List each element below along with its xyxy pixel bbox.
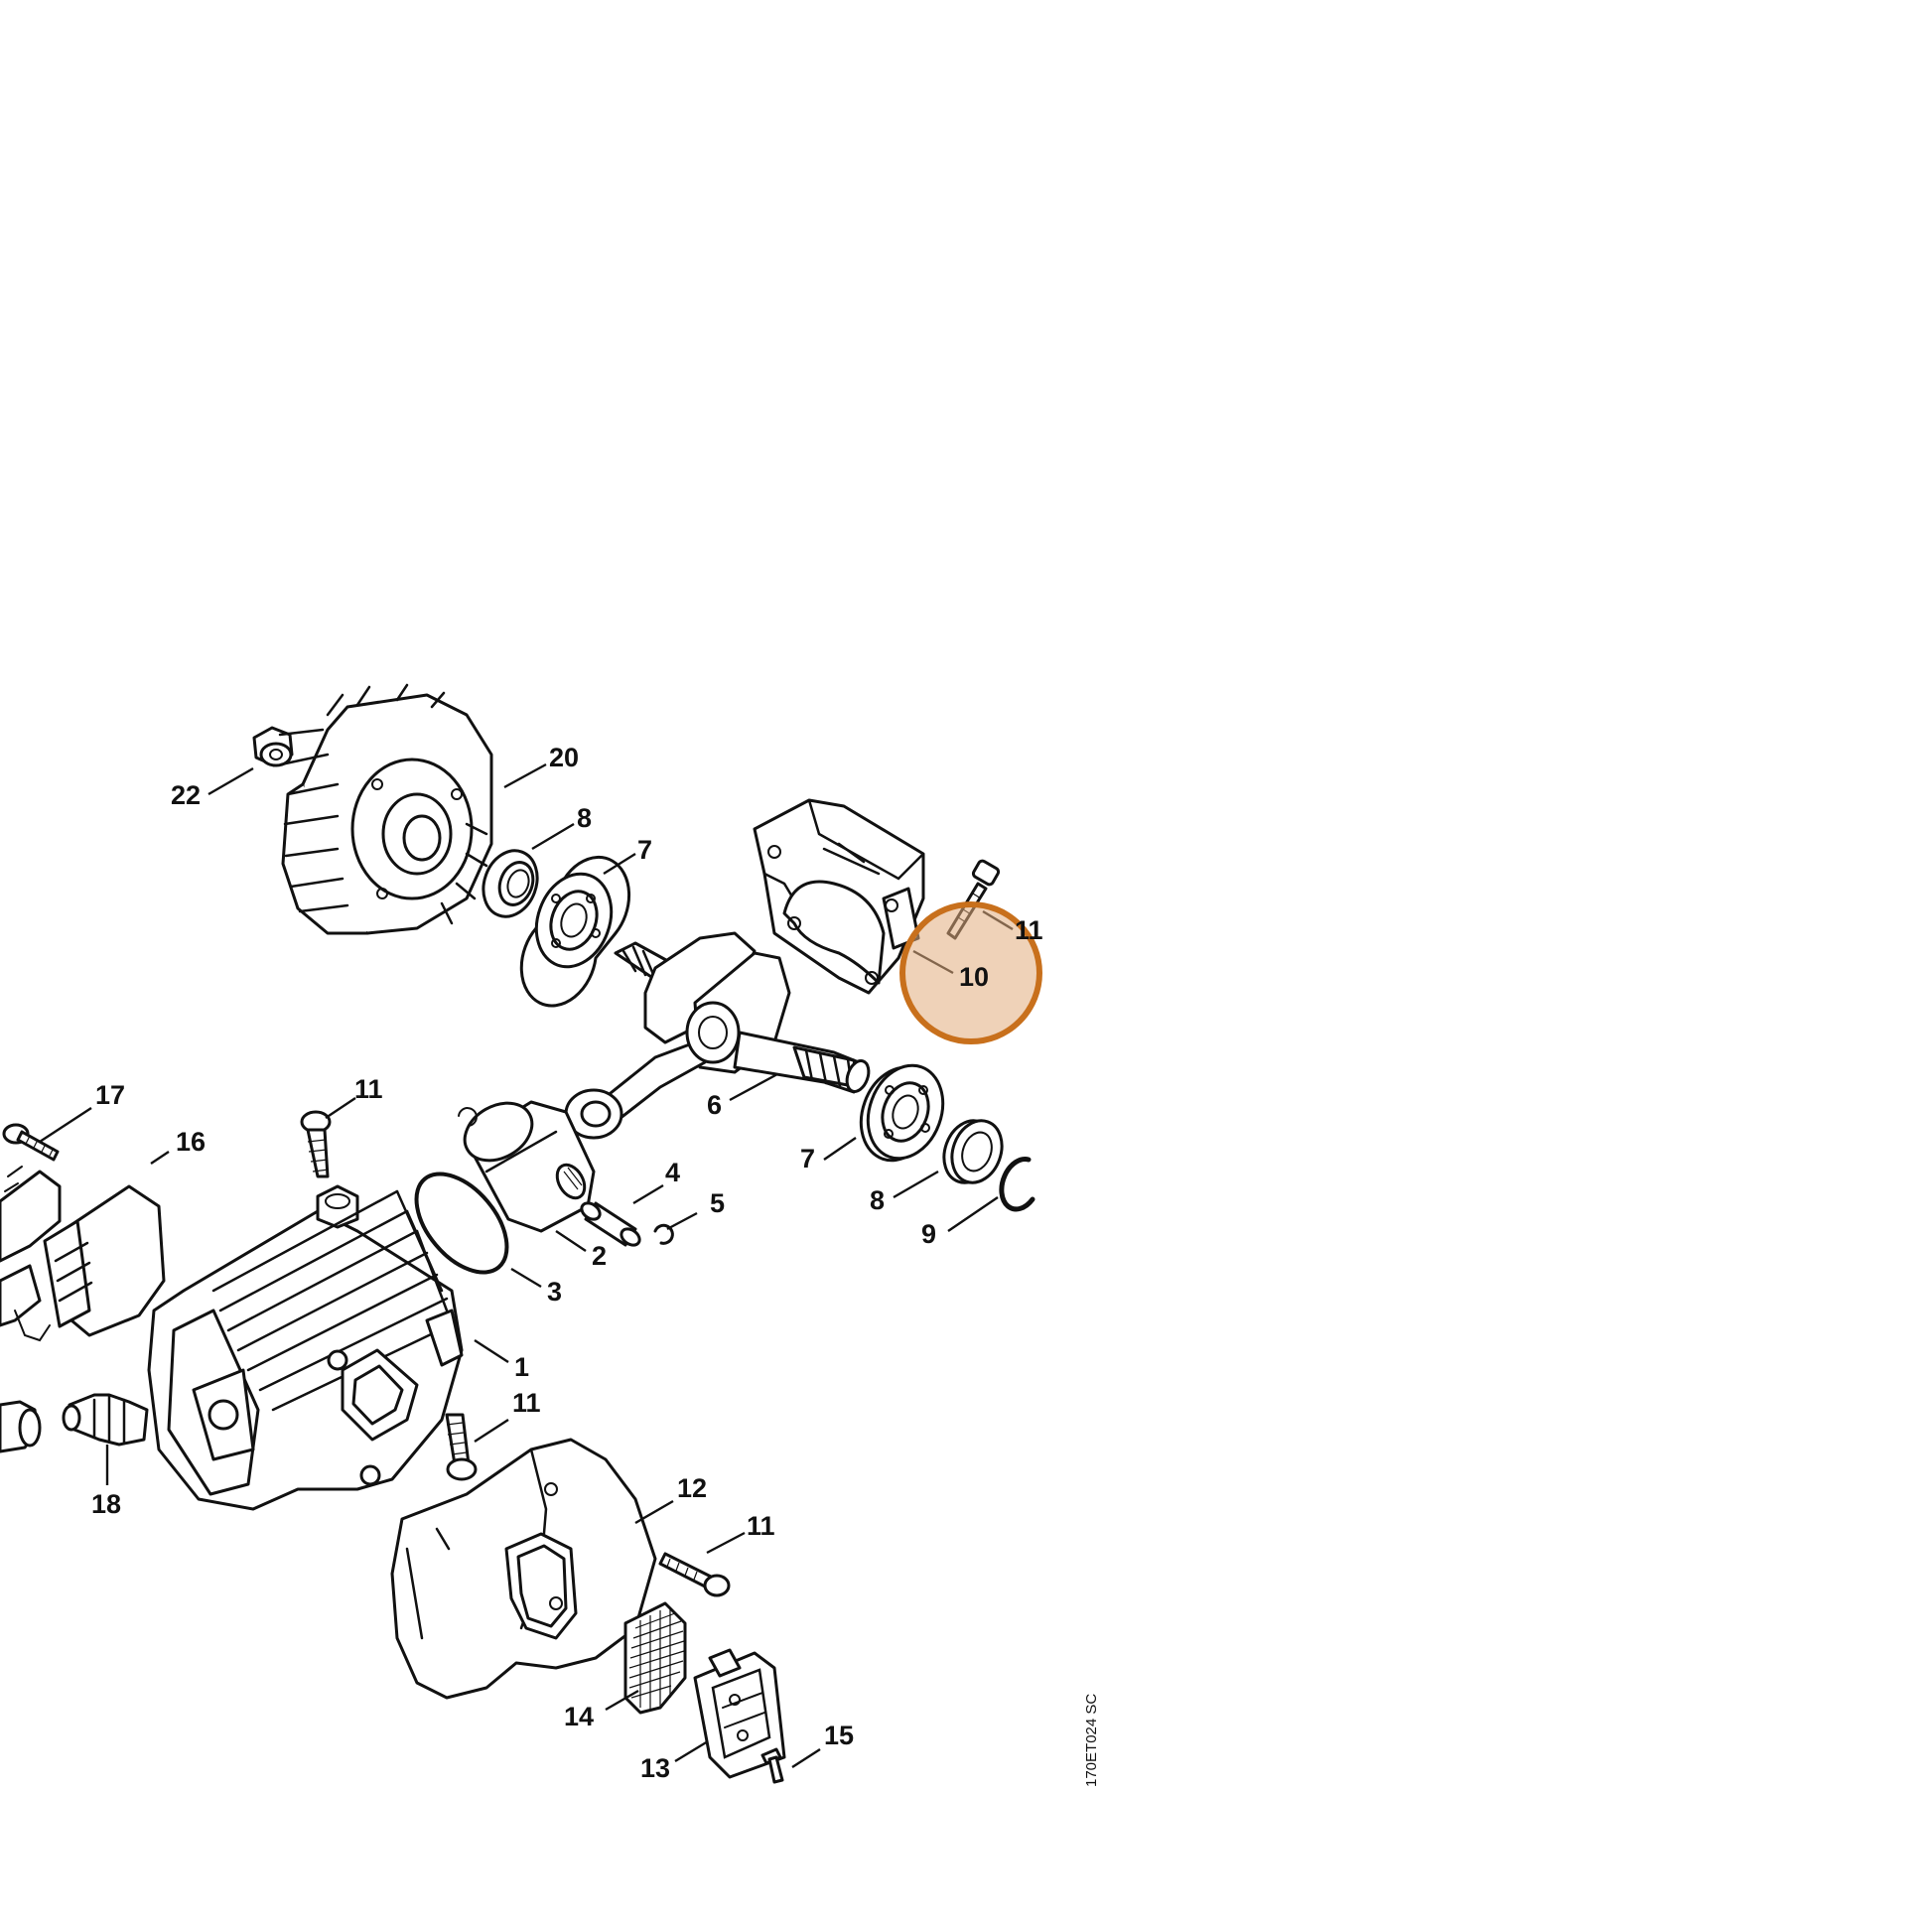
callout-17[interactable]: 17: [95, 1080, 125, 1110]
callout-16[interactable]: 16: [176, 1127, 206, 1157]
part-9-snap-ring: [999, 1157, 1035, 1212]
part-13-cover-plate: [693, 1648, 786, 1779]
part-11-screw-muffler: [658, 1552, 731, 1597]
leader-lines: [39, 762, 1014, 1769]
callout-18[interactable]: 18: [91, 1489, 121, 1519]
part-14-screen: [623, 1601, 687, 1715]
callout-5[interactable]: 5: [710, 1188, 725, 1218]
callout-2[interactable]: 2: [592, 1241, 607, 1271]
part-8-oil-seal-upper: [482, 849, 539, 918]
callout-1[interactable]: 1: [514, 1352, 529, 1382]
diagram-reference-code: 170ET024 SC: [1083, 1694, 1100, 1787]
part-8-oil-seal-lower: [942, 1119, 1004, 1184]
part-6-crankshaft: [564, 931, 871, 1140]
callout-11-muffler[interactable]: 11: [747, 1511, 775, 1541]
part-7-ball-bearing-upper: [519, 855, 631, 1008]
part-15-screw: [760, 1747, 784, 1784]
callout-14[interactable]: 14: [564, 1702, 594, 1731]
part-3-piston-ring: [414, 1172, 509, 1275]
part-18-spark-plug: [0, 1393, 149, 1453]
part-1-cylinder: [147, 1184, 464, 1511]
callout-22[interactable]: 22: [171, 780, 201, 810]
part-7-ball-bearing-lower: [859, 1063, 945, 1163]
callout-6[interactable]: 6: [707, 1090, 722, 1120]
callout-4[interactable]: 4: [665, 1158, 680, 1187]
part-10-crankcase: [753, 798, 925, 995]
callout-labels: 22 20 8 7 11 10 6 7 8 9 17 11 16 4 5 2 3…: [91, 743, 1043, 1783]
callout-12[interactable]: 12: [677, 1473, 707, 1503]
callout-9[interactable]: 9: [921, 1219, 936, 1249]
callout-8-upper[interactable]: 8: [577, 803, 592, 833]
callout-20[interactable]: 20: [549, 743, 579, 772]
callout-11-upper-left[interactable]: 11: [354, 1074, 383, 1104]
part-17-screw: [2, 1123, 60, 1162]
callout-7-lower[interactable]: 7: [800, 1144, 815, 1173]
callout-3[interactable]: 3: [547, 1277, 562, 1307]
callout-13[interactable]: 13: [640, 1753, 670, 1783]
part-5-snap-ring: [653, 1223, 674, 1245]
highlight-marker-part-10[interactable]: [899, 901, 1042, 1044]
part-16-ignition-module: [0, 1166, 166, 1342]
part-12-muffler: [390, 1438, 657, 1700]
part-11-screw-upper-left: [300, 1110, 332, 1178]
callout-11-middle[interactable]: 11: [512, 1388, 541, 1418]
callout-15[interactable]: 15: [824, 1721, 854, 1750]
callout-7-upper[interactable]: 7: [637, 835, 652, 865]
callout-11-top-right[interactable]: 11: [1015, 915, 1043, 945]
part-20-flywheel: [278, 683, 493, 935]
part-4-piston-pin: [580, 1201, 641, 1247]
part-22-nut: [252, 726, 294, 767]
part-2-piston: [458, 1100, 596, 1233]
callout-10[interactable]: 10: [959, 962, 989, 992]
callout-8-lower[interactable]: 8: [870, 1185, 885, 1215]
part-11-screw-middle: [445, 1413, 478, 1481]
